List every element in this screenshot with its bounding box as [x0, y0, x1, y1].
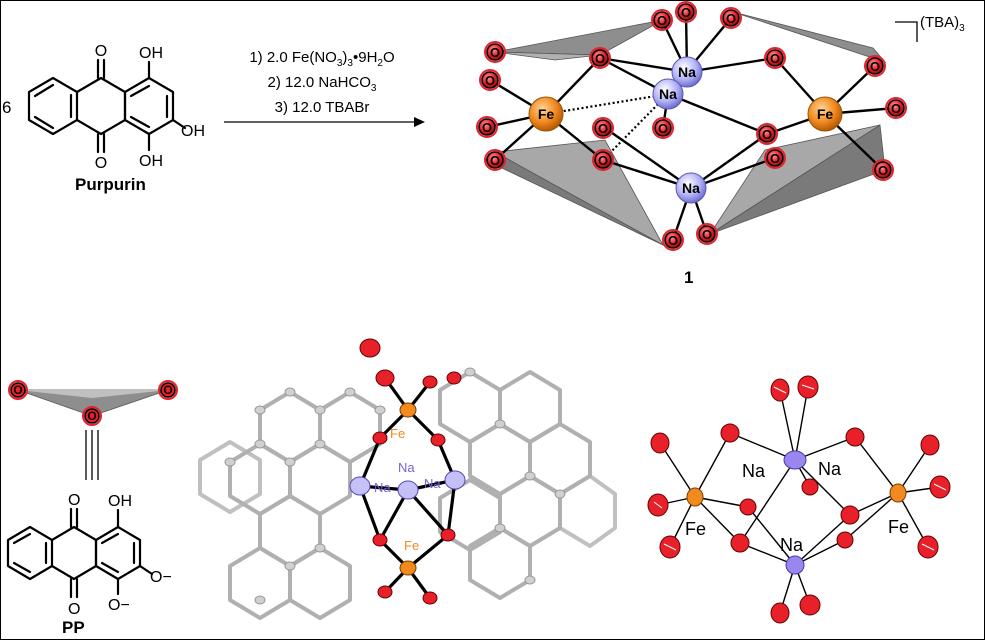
purpurin-oh-bottom: OH	[139, 153, 163, 170]
purpurin-structure: O O OH OH OH	[27, 43, 205, 172]
na-atom-bottom: Na	[682, 180, 700, 196]
svg-text:O: O	[870, 59, 880, 74]
ortep-core-view: Na Na Fe Fe Na	[647, 375, 951, 624]
svg-text:O: O	[668, 233, 678, 248]
ortep-label-fe-right: Fe	[888, 517, 909, 537]
compound-label: 1	[684, 268, 694, 287]
pp-ligand: O O O O OH O O− O−	[6, 380, 178, 618]
svg-text:O: O	[598, 153, 608, 168]
crystal-label-fe-bottom: Fe	[404, 538, 419, 553]
condition-3: 3) 12.0 TBABr	[274, 99, 370, 116]
fe-atom-right: Fe	[817, 106, 834, 122]
condition-2: 2) 12.0 NaHCO3	[267, 74, 377, 94]
svg-text:O: O	[485, 73, 495, 88]
pp-o-bottom: O	[68, 601, 80, 618]
svg-text:O: O	[657, 13, 667, 28]
purpurin-o-top: O	[95, 43, 107, 60]
svg-text:O: O	[770, 151, 780, 166]
crystal-label-na-top: Na	[398, 460, 415, 475]
purpurin-oh-top: OH	[139, 45, 163, 62]
pp-oh: OH	[108, 493, 132, 510]
svg-text:O: O	[878, 163, 888, 178]
svg-text:O: O	[595, 51, 605, 66]
pp-o-minus-right: O−	[150, 569, 172, 586]
svg-text:O: O	[482, 120, 492, 135]
svg-text:O: O	[13, 383, 22, 397]
condition-1: 1) 2.0 Fe(NO3)3•9H2O	[249, 49, 395, 69]
ortep-label-na-bottom: Na	[780, 535, 804, 555]
svg-text:O: O	[490, 45, 500, 60]
purpurin-o-bottom: O	[95, 155, 107, 172]
reactant-name: Purpurin	[75, 175, 146, 194]
svg-text:O: O	[490, 153, 500, 168]
svg-text:O: O	[891, 101, 901, 116]
ortep-label-na-left: Na	[742, 461, 766, 481]
counterion-label: (TBA)3	[920, 14, 965, 34]
ortep-label-na-right: Na	[818, 459, 842, 479]
reaction-arrow	[224, 117, 425, 127]
pp-o-minus-bottom: O−	[108, 597, 130, 614]
na-atom-top: Na	[678, 64, 696, 80]
ligand-name: PP	[62, 618, 85, 637]
svg-text:O: O	[87, 409, 96, 423]
crystal-label-na-left: Na	[374, 480, 391, 495]
svg-text:O: O	[762, 127, 772, 142]
crystal-structure-view: Fe Fe Na Na Na	[198, 338, 617, 620]
stoichiometric-coefficient: 6	[2, 98, 12, 117]
svg-text:O: O	[681, 5, 691, 20]
purpurin-oh-right: OH	[181, 123, 205, 140]
ortep-label-fe-left: Fe	[685, 519, 706, 539]
crystal-label-fe-top: Fe	[390, 426, 405, 441]
na-atom-middle: Na	[659, 86, 677, 102]
pp-o-top: O	[68, 492, 80, 509]
svg-text:O: O	[163, 383, 172, 397]
crystal-label-na-right: Na	[424, 476, 441, 491]
svg-text:O: O	[726, 11, 736, 26]
reaction-conditions: 1) 2.0 Fe(NO3)3•9H2O 2) 12.0 NaHCO3 3) 1…	[222, 48, 422, 117]
fe-atom-left: Fe	[538, 106, 555, 122]
svg-text:O: O	[598, 121, 608, 136]
svg-text:O: O	[770, 51, 780, 66]
svg-text:O: O	[658, 121, 668, 136]
svg-text:O: O	[702, 227, 712, 242]
